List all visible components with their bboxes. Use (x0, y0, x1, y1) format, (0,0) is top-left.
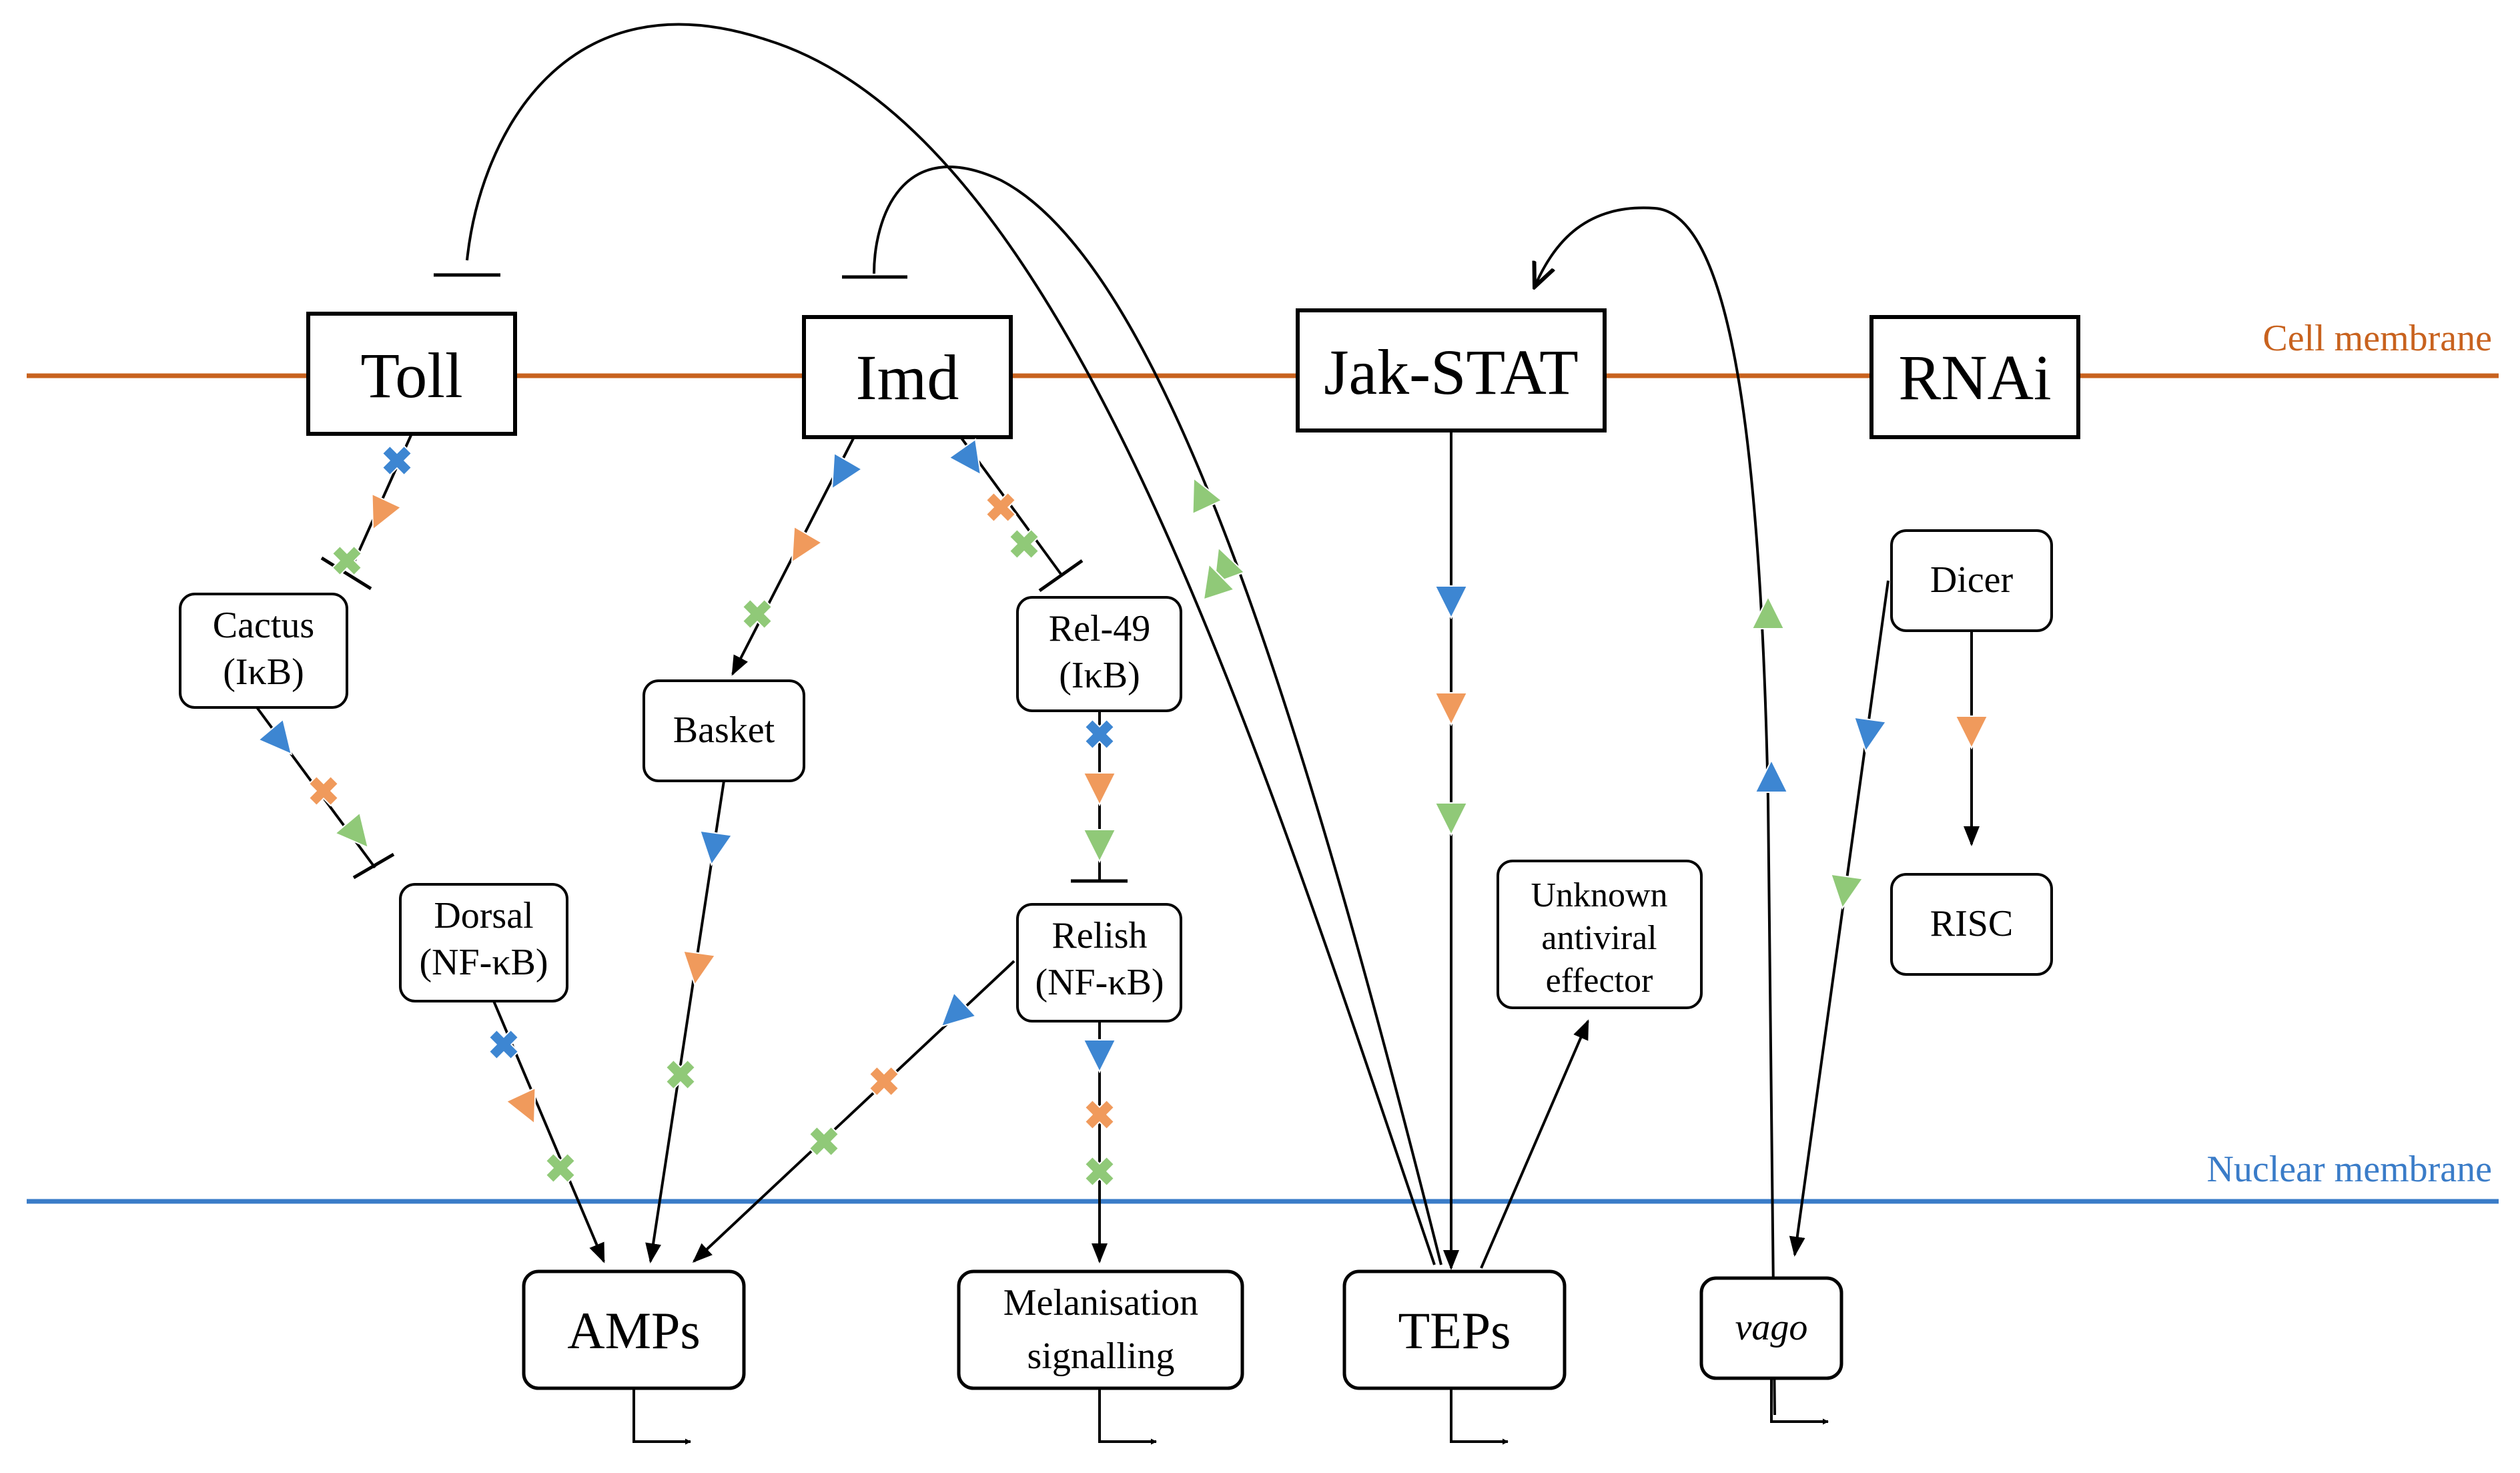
dorsal-inhibition-bar (352, 852, 395, 880)
unknown-effector-node: Unknown antiviral effector (1497, 860, 1703, 1009)
green-triangle-marker (1202, 563, 1236, 601)
rnai-receptor-box: RNAi (1869, 315, 2080, 439)
basket-name: Basket (673, 709, 775, 751)
green-cross-marker (544, 1152, 576, 1184)
orange-triangle-marker (505, 1087, 536, 1125)
risc-node: RISC (1890, 873, 2053, 976)
melanisation-tss-arrow (1098, 1388, 1157, 1445)
orange-triangle-marker (1082, 772, 1117, 807)
blue-triangle-marker (1082, 1039, 1117, 1074)
regulation-markers (257, 438, 1989, 1187)
relish-node: Relish (NF-κB) (1016, 903, 1182, 1022)
orange-triangle-marker (791, 525, 823, 564)
effector-line-1: Unknown (1531, 876, 1667, 914)
jak-stat-label: Jak-STAT (1324, 336, 1579, 408)
cactus-inhibition-bar (320, 556, 372, 591)
blue-triangle-marker (1434, 585, 1468, 620)
teps-to-imd-curve (873, 166, 1442, 1265)
nuclear-membrane-label: Nuclear membrane (2206, 1149, 2492, 1190)
green-cross-marker (741, 598, 773, 630)
cactus-node: Cactus (IκB) (179, 593, 348, 709)
green-triangle-marker (1082, 829, 1117, 864)
melanisation-line-2: signalling (1027, 1336, 1175, 1377)
amps-name: AMPs (567, 1301, 700, 1360)
imd-receptor-box: Imd (802, 315, 1013, 439)
orange-cross-marker (868, 1065, 900, 1097)
green-cross-marker (1008, 528, 1040, 560)
green-cross-marker (665, 1059, 697, 1091)
rel49-node: Rel-49 (IκB) (1016, 596, 1182, 712)
vago-name: vago (1735, 1307, 1808, 1348)
blue-cross-marker (1084, 718, 1116, 750)
imd-label: Imd (856, 342, 959, 413)
teps-name: TEPs (1398, 1301, 1511, 1360)
effector-line-2: antiviral (1541, 919, 1657, 957)
green-cross-marker (1084, 1155, 1116, 1187)
orange-triangle-marker (1954, 715, 1989, 750)
cactus-name: Cactus (213, 605, 314, 646)
blue-cross-marker (488, 1028, 520, 1061)
dicer-to-vago-line (1789, 580, 1889, 1257)
green-triangle-marker (1751, 595, 1785, 629)
cell-membrane-label: Cell membrane (2262, 318, 2492, 359)
teps-gene-box: TEPs (1342, 1269, 1567, 1445)
green-triangle-marker (1213, 546, 1246, 585)
jak-stat-receptor-box: Jak-STAT (1296, 308, 1607, 432)
vago-to-jakstat-curve (1535, 206, 1776, 1416)
amps-gene-box: AMPs (522, 1269, 746, 1445)
blue-triangle-marker (1853, 716, 1887, 753)
green-triangle-marker (1434, 802, 1468, 837)
rel49-subtitle: (IκB) (1059, 655, 1140, 696)
orange-cross-marker (308, 775, 340, 807)
relish-subtitle: (NF-κB) (1035, 962, 1164, 1003)
dorsal-subtitle: (NF-κB) (419, 942, 548, 983)
orange-triangle-marker (1434, 692, 1468, 727)
blue-triangle-marker (940, 991, 977, 1028)
green-cross-marker (808, 1125, 840, 1157)
basket-node: Basket (643, 679, 805, 782)
blue-triangle-marker (831, 452, 863, 491)
blue-triangle-marker (1754, 758, 1789, 793)
blue-triangle-marker (699, 830, 733, 866)
teps-to-effector-line (1480, 1019, 1589, 1269)
green-cross-marker (331, 545, 363, 577)
risc-name: RISC (1930, 903, 2014, 944)
rnai-label: RNAi (1898, 342, 2051, 413)
orange-cross-marker (1084, 1099, 1116, 1131)
dicer-node: Dicer (1890, 529, 2053, 632)
toll-label: Toll (360, 340, 462, 411)
cactus-subtitle: (IκB) (223, 651, 304, 693)
green-triangle-marker (1192, 477, 1223, 515)
vago-gene-box: vago (1699, 1276, 1843, 1425)
dicer-name: Dicer (1930, 559, 2014, 601)
toll-receptor-box: Toll (306, 312, 517, 436)
amps-tss-arrow (633, 1388, 691, 1445)
rel49-name: Rel-49 (1049, 608, 1150, 649)
rel49-inhibition-bar (1038, 559, 1084, 593)
blue-triangle-marker (947, 438, 982, 477)
orange-triangle-marker (682, 950, 717, 986)
orange-triangle-marker (371, 493, 402, 531)
melanisation-line-1: Melanisation (1003, 1282, 1198, 1323)
dorsal-name: Dorsal (434, 895, 533, 936)
vago-tss-arrow (1770, 1378, 1829, 1425)
teps-tss-arrow (1450, 1388, 1509, 1445)
melanisation-gene-box: Melanisation signalling (957, 1269, 1244, 1445)
teps-to-toll-curve (466, 23, 1436, 1265)
blue-triangle-marker (257, 717, 293, 756)
blue-cross-marker (381, 445, 413, 477)
orange-cross-marker (985, 491, 1017, 523)
green-triangle-marker (1829, 873, 1864, 910)
effector-line-3: effector (1546, 962, 1653, 1000)
relish-name: Relish (1052, 915, 1147, 956)
green-triangle-marker (334, 811, 370, 849)
dorsal-node: Dorsal (NF-κB) (399, 883, 568, 1002)
